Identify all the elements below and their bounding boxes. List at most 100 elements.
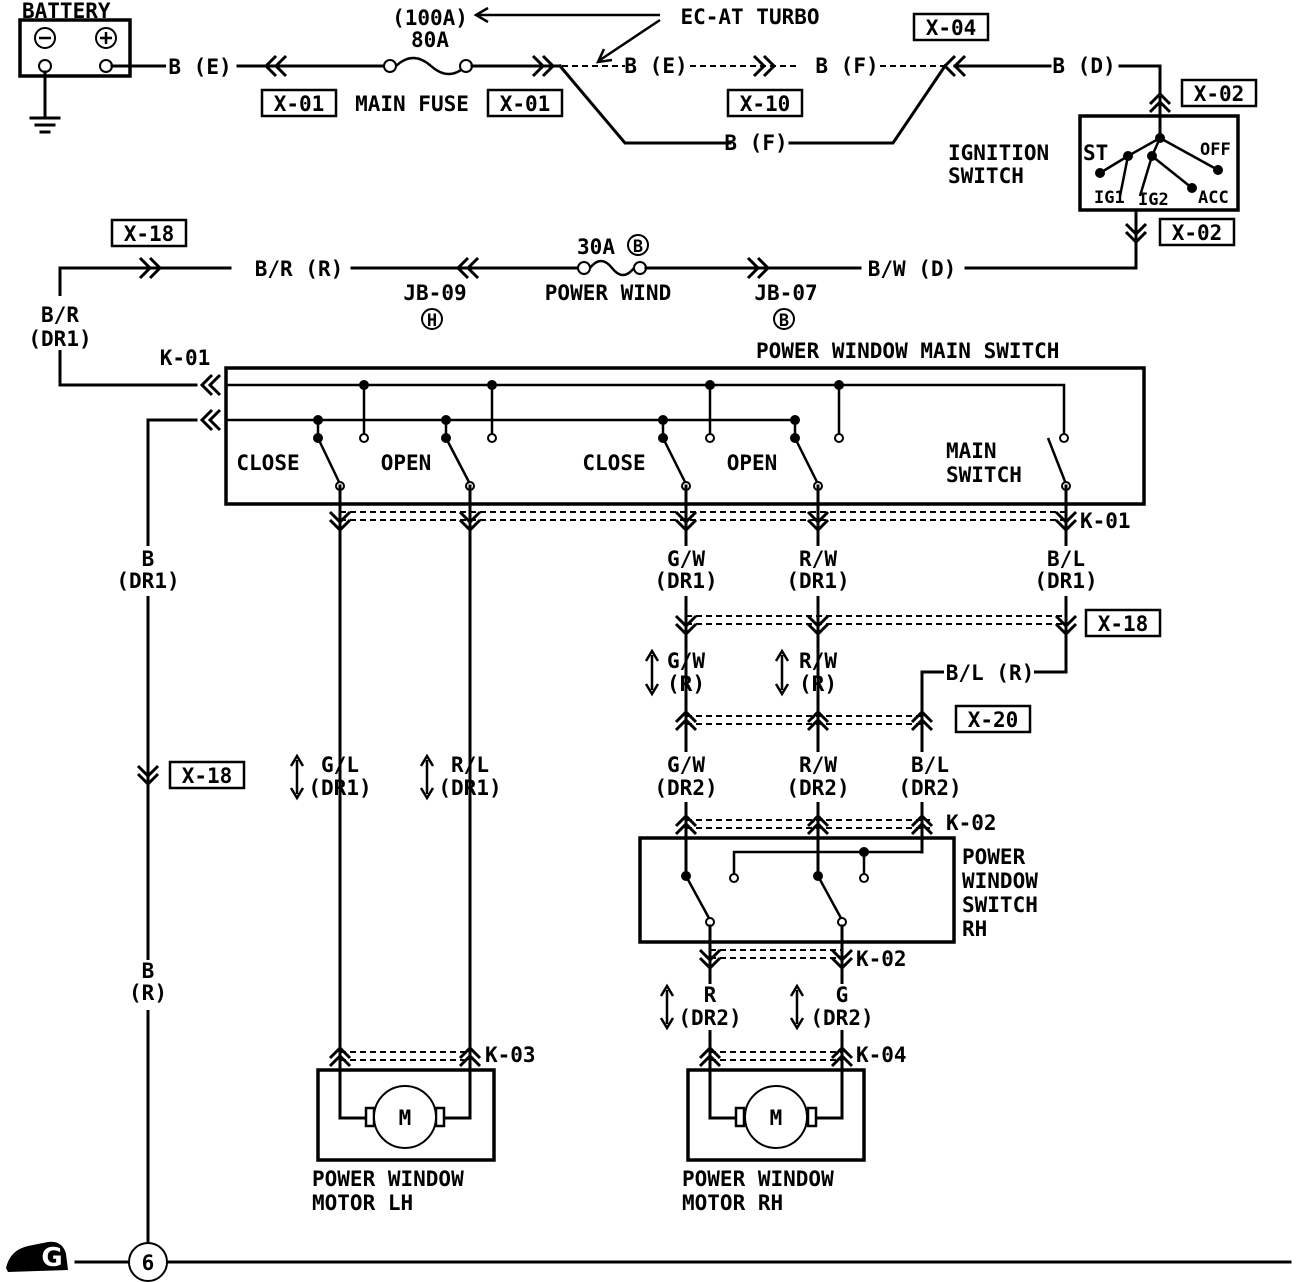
main-fuse-alt-rating: (100A)	[392, 6, 468, 30]
wire-label-g: G	[836, 983, 849, 1007]
connector-k01-bottom: K-01	[1080, 509, 1131, 533]
battery: BATTERY	[18, 0, 132, 134]
connector-x18-lh: X-18	[182, 764, 233, 788]
wire-label-b-dr1-b: B	[142, 547, 155, 571]
connector-k01-top: K-01	[160, 346, 211, 370]
ground-bus: 6 G	[6, 1241, 1292, 1282]
wire-label-r-dr2: (DR2)	[678, 1006, 741, 1030]
connector-x01-left: X-01	[274, 92, 325, 116]
wire-label-b-r: B/R	[41, 303, 79, 327]
jb07-tag: B	[779, 311, 789, 331]
rh-switch-label-1: POWER	[962, 845, 1026, 869]
jb09-tag-icon	[421, 308, 443, 330]
lh-motor-circuit: B (DR1) X-18 B (R) G/L (DR1) R/L (DR1) K…	[112, 484, 536, 1215]
rh-switch-label-2: WINDOW	[962, 869, 1038, 893]
ground-point-number: 6	[142, 1251, 155, 1275]
ground-car-icon: G	[6, 1241, 68, 1273]
ground-point-circle	[128, 1242, 168, 1282]
connector-tags-top: X-01 MAIN FUSE X-01 X-10 X-04 X-02 X-02	[260, 12, 1258, 247]
motor-lh-symbol: M	[399, 1106, 412, 1130]
bidirectional-arrow-icon	[644, 648, 660, 697]
ignition-st-label: ST	[1083, 141, 1108, 165]
wire-label-b-e: B (E)	[168, 55, 231, 79]
wire-label-b-l-dr1: (DR1)	[1034, 569, 1097, 593]
connector-k04: K-04	[856, 1043, 907, 1067]
wire-label-r-l-dr1: (DR1)	[438, 776, 501, 800]
wire-label-r-w-r: R/W	[799, 649, 837, 673]
motor-rh-label-2: MOTOR RH	[682, 1191, 783, 1215]
jb07-tag-icon	[773, 308, 795, 330]
main-switch-close-1: CLOSE	[236, 451, 299, 475]
power-window-motor-lh	[316, 1068, 496, 1162]
wire-label-b-d: B (D)	[1052, 54, 1115, 78]
bidirectional-arrow-icon	[774, 648, 790, 697]
connector-k02-bottom: K-02	[856, 947, 907, 971]
jb09-tag: H	[427, 311, 437, 331]
wire-label-g-l-dr1: (DR1)	[308, 776, 371, 800]
wire-label-r: R	[704, 983, 717, 1007]
power-wind-fuse-rating: 30A	[577, 235, 615, 259]
rh-switch-label-3: SWITCH	[962, 893, 1038, 917]
connector-x02-top: X-02	[1194, 82, 1245, 106]
wire-label-g-l: G/L	[321, 753, 359, 777]
power-wind-fuse-tag: B	[633, 237, 643, 257]
connector-x02-bottom: X-02	[1172, 221, 1223, 245]
battery-label: BATTERY	[22, 0, 111, 23]
ignition-off-label: OFF	[1200, 140, 1231, 160]
motor-lh-label-2: MOTOR LH	[312, 1191, 413, 1215]
power-window-main-switch: POWER WINDOW MAIN SWITCH K-01	[58, 339, 1146, 1264]
connector-x01-right: X-01	[500, 92, 551, 116]
power-wind-fuse-label: POWER WIND	[545, 281, 671, 305]
main-fuse-label: MAIN FUSE	[355, 92, 469, 116]
connector-k02-top: K-02	[946, 811, 997, 835]
wire-label-b-l: B/L	[1047, 547, 1085, 571]
wire-label-b-f-2: B (F)	[724, 131, 787, 155]
bidirectional-arrow-icon	[659, 983, 675, 1031]
motor-lh-icon	[373, 1085, 437, 1149]
connector-x20: X-20	[968, 708, 1019, 732]
wire-label-b-r-r: B/R (R)	[255, 257, 344, 281]
wire-label-g-dr2: (DR2)	[810, 1006, 873, 1030]
power-window-motor-rh	[686, 1068, 866, 1162]
wire-label-b-l-dr2-circuit: (DR2)	[898, 776, 961, 800]
rh-switch-label-4: RH	[962, 917, 987, 941]
ignition-ig1-label: IG1	[1094, 188, 1125, 208]
wire-label-b-l-dr2: B/L	[911, 753, 949, 777]
power-window-switch-rh	[638, 836, 956, 944]
power-wind-fuse-tag-icon	[627, 234, 649, 256]
wire-label-b-w-d: B/W (D)	[868, 257, 957, 281]
motor-lh-label-1: POWER WINDOW	[312, 1167, 464, 1191]
wire-label-b-f: B (F)	[815, 54, 878, 78]
ec-at-turbo-label: EC-AT TURBO	[680, 5, 819, 29]
main-fuse-rating: 80A	[411, 28, 449, 52]
chassis-ground-icon	[29, 116, 61, 134]
ignition-switch-label-1: IGNITION	[948, 141, 1049, 165]
connector-k03: K-03	[485, 1043, 536, 1067]
connector-x10: X-10	[740, 92, 791, 116]
motor-rh-symbol: M	[770, 1106, 783, 1130]
wire-label-b-r-dr1: (DR1)	[28, 327, 91, 351]
main-switch-close-2: CLOSE	[582, 451, 645, 475]
wire-label-g-w-r: G/W	[667, 649, 705, 673]
wire-label-b-e-2: B (E)	[624, 54, 687, 78]
wire-label-r-w-r-circuit: (R)	[799, 672, 837, 696]
main-switch-lock-label-2: SWITCH	[946, 463, 1022, 487]
wire-label-r-w-dr2-circuit: (DR2)	[786, 776, 849, 800]
connector-x04: X-04	[926, 16, 977, 40]
k01-bottom-connector: K-01	[328, 509, 1131, 533]
ignition-acc-label: ACC	[1198, 188, 1229, 208]
ignition-switch: IGNITION SWITCH ST OFF IG1 IG2 ACC	[948, 114, 1240, 270]
jb07-label: JB-07	[754, 281, 817, 305]
wire-label-b-dr1: (DR1)	[116, 569, 179, 593]
wire-label-r-w-dr1: (DR1)	[786, 569, 849, 593]
motor-rh-icon	[744, 1085, 808, 1149]
power-wind-row: X-18 B/R (R) JB-09 H 30A B POWER WIND JB…	[24, 218, 1138, 387]
main-switch-open-1: OPEN	[381, 451, 432, 475]
wire-label-b-r-b: B	[142, 959, 155, 983]
ignition-ig2-label: IG2	[1138, 190, 1169, 210]
bidirectional-arrow-icon	[289, 753, 305, 801]
motor-rh-label-1: POWER WINDOW	[682, 1167, 834, 1191]
wire-label-g-w-dr1: (DR1)	[654, 569, 717, 593]
wire-label-g-w: G/W	[667, 547, 705, 571]
